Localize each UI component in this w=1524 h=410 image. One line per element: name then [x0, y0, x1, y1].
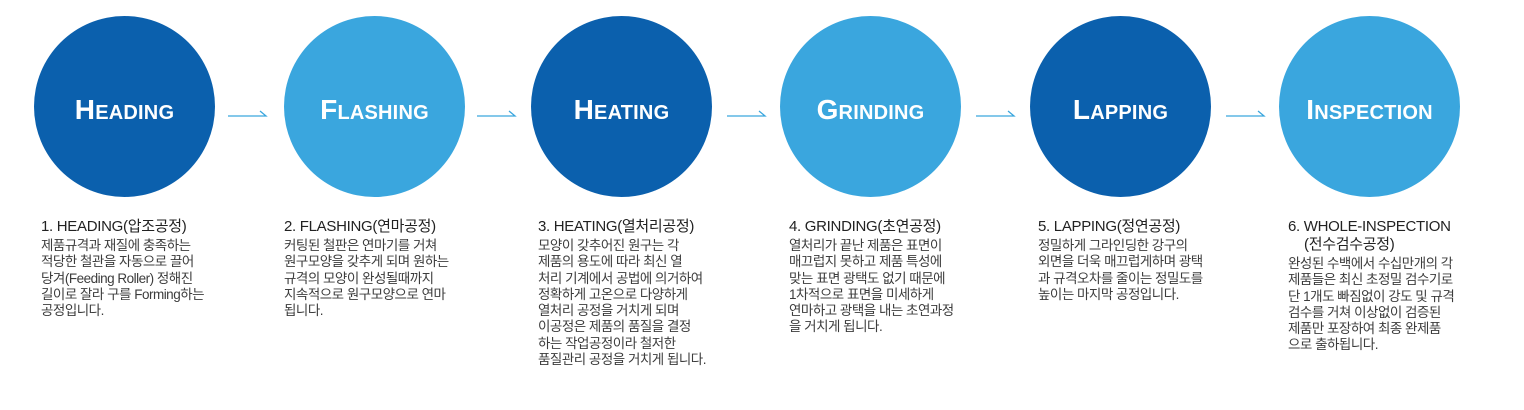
step-6-desc-line: 단 1개도 빠짐없이 강도 및 규격 [1288, 288, 1455, 304]
step-4-circle: Grinding [780, 16, 961, 197]
step-4-title: 4. GRINDING(초연공정) [789, 218, 941, 235]
step-4-desc-line: 을 거치게 됩니다. [789, 319, 883, 335]
step-6-circle: Inspection [1279, 16, 1460, 197]
step-3-desc-line: 모양이 갖추어진 원구는 각 [538, 238, 679, 253]
step-2-desc-line: 됩니다. [284, 303, 324, 319]
step-1-desc-line: 적당한 철관을 자동으로 끌어 [41, 254, 194, 270]
arrow-right-icon [727, 108, 767, 118]
step-4-desc-line: 열처리가 끝난 제품은 표면이 [789, 238, 942, 253]
step-1-desc-line: 당겨(Feeding Roller) 정해진 [41, 270, 193, 286]
step-3-circle: Heating [531, 16, 712, 197]
step-4-circle-label: Grinding [816, 93, 925, 125]
arrow-right-icon [976, 108, 1016, 118]
step-6-desc-line: 제품들은 최신 초정밀 검수기로 [1288, 272, 1453, 288]
step-3-desc-line: 품질관리 공정을 거치게 됩니다. [538, 352, 706, 368]
step-4-description: 열처리가 끝난 제품은 표면이 매끄럽지 못하고 제품 특성에 맞는 표면 광택… [789, 238, 1009, 336]
step-1-circle: Heading [34, 16, 215, 197]
step-3-desc-line: 하는 작업공정이라 철저한 [538, 335, 676, 351]
step-1-desc-line: 공정입니다. [41, 303, 104, 319]
step-3-circle-label: Heating [573, 93, 670, 125]
step-2-desc-line: 커팅된 철판은 연마기를 거쳐 [284, 238, 437, 253]
step-4-desc-line: 매끄럽지 못하고 제품 특성에 [789, 254, 942, 270]
step-5-desc-line: 정밀하게 그라인딩한 강구의 [1038, 238, 1188, 253]
step-1-text: 1. HEADING(압조공정) 제품규격과 재질에 충족하는 적당한 철관을 … [41, 218, 261, 319]
step-3-desc-line: 처리 기계에서 공법에 의거하여 [538, 270, 703, 286]
step-2-circle: Flashing [284, 16, 465, 197]
step-5-desc-line: 과 규격오차를 줄이는 정밀도를 [1038, 270, 1203, 286]
step-2-desc-line: 규격의 모양이 완성될때까지 [284, 270, 434, 286]
step-2-title: 2. FLASHING(연마공정) [284, 218, 436, 235]
step-3-desc-line: 이공정은 제품의 품질을 결정 [538, 319, 691, 335]
step-1-description: 제품규격과 재질에 충족하는 적당한 철관을 자동으로 끌어 당겨(Feedin… [41, 238, 261, 319]
step-2-description: 커팅된 철판은 연마기를 거쳐 원구모양을 갖추게 되며 원하는 규격의 모양이… [284, 238, 504, 319]
step-6-text: 6. WHOLE-INSPECTION (전수검수공정) 완성된 수백에서 수십… [1288, 218, 1508, 354]
step-4-desc-line: 1차적으로 표면을 미세하게 [789, 286, 934, 302]
step-3-desc-line: 제품의 용도에 따라 최신 열 [538, 254, 683, 270]
step-5-circle-label: Lapping [1072, 93, 1169, 125]
arrow-right-icon [477, 108, 517, 118]
arrow-right-icon [228, 108, 268, 118]
step-1-circle-label: Heading [74, 93, 175, 125]
step-2-circle-label: Flashing [320, 93, 429, 125]
step-5-desc-line: 외면을 더욱 매끄럽게하며 광택 [1038, 254, 1203, 270]
step-6-description: 완성된 수백에서 수십만개의 각 제품들은 최신 초정밀 검수기로 단 1개도 … [1288, 256, 1508, 354]
step-3-desc-line: 정확하게 고온으로 다양하게 [538, 286, 688, 302]
step-3-text: 3. HEATING(열처리공정) 모양이 갖추어진 원구는 각 제품의 용도에… [538, 218, 758, 368]
step-5-desc-line: 높이는 마지막 공정입니다. [1038, 286, 1179, 302]
step-3-desc-line: 열처리 공정을 거치게 되며 [538, 303, 679, 319]
step-6-circle-label: Inspection [1306, 93, 1433, 125]
step-6-title: 6. WHOLE-INSPECTION [1288, 218, 1451, 235]
step-2-desc-line: 원구모양을 갖추게 되며 원하는 [284, 254, 449, 270]
step-3-description: 모양이 갖추어진 원구는 각 제품의 용도에 따라 최신 열 처리 기계에서 공… [538, 238, 758, 368]
step-2-desc-line: 지속적으로 원구모양으로 연마 [284, 286, 446, 302]
step-3-title: 3. HEATING(열처리공정) [538, 218, 695, 235]
step-4-desc-line: 맞는 표면 광택도 없기 때문에 [789, 270, 946, 286]
step-5-text: 5. LAPPING(정연공정) 정밀하게 그라인딩한 강구의 외면을 더욱 매… [1038, 218, 1258, 303]
step-6-desc-line: 제품만 포장하여 최종 완제품 [1288, 321, 1441, 337]
step-6-desc-line: 으로 출하됩니다. [1288, 337, 1378, 353]
step-1-desc-line: 제품규격과 재질에 충족하는 [41, 238, 191, 253]
step-1-title: 1. HEADING(압조공정) [41, 218, 187, 235]
step-6-desc-line: 검수를 거쳐 이상없이 검증된 [1288, 304, 1441, 320]
step-6-title-line-2: (전수검수공정) [1304, 236, 1395, 253]
step-1-desc-line: 길이로 잘라 구를 Forming하는 [41, 286, 205, 302]
arrow-right-icon [1226, 108, 1266, 118]
step-6-desc-line: 완성된 수백에서 수십만개의 각 [1288, 256, 1453, 271]
step-5-title: 5. LAPPING(정연공정) [1038, 218, 1181, 235]
step-4-desc-line: 연마하고 광택을 내는 초연과정 [789, 303, 954, 319]
step-2-text: 2. FLASHING(연마공정) 커팅된 철판은 연마기를 거쳐 원구모양을 … [284, 218, 504, 319]
step-5-description: 정밀하게 그라인딩한 강구의 외면을 더욱 매끄럽게하며 광택 과 규격오차를 … [1038, 238, 1258, 303]
step-5-circle: Lapping [1030, 16, 1211, 197]
step-4-text: 4. GRINDING(초연공정) 열처리가 끝난 제품은 표면이 매끄럽지 못… [789, 218, 1009, 336]
